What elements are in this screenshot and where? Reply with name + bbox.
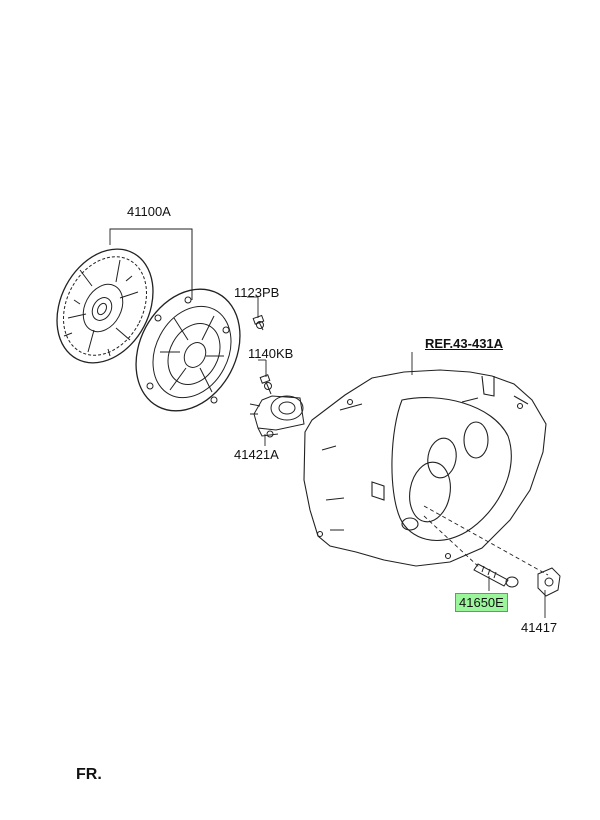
label-41100A: 41100A	[127, 204, 171, 219]
label-1140KB: 1140KB	[248, 346, 294, 361]
bolt-1140KB	[259, 374, 272, 395]
label-1123PB: 1123PB	[234, 285, 280, 300]
label-41421A: 41421A	[234, 447, 279, 462]
label-41650E-highlighted[interactable]: 41650E	[455, 593, 508, 612]
release-cylinder	[249, 395, 305, 438]
cover-plate	[537, 567, 561, 597]
leader-lines	[109, 228, 549, 618]
orientation-label: FR.	[76, 766, 102, 783]
shift-rod	[473, 563, 519, 588]
label-reference[interactable]: REF.43-431A	[425, 336, 504, 351]
transmission-housing	[303, 369, 547, 567]
clutch-cover	[135, 288, 241, 412]
label-41417: 41417	[521, 620, 558, 635]
clutch-disc	[56, 248, 154, 364]
bolt-1123PB	[252, 314, 265, 331]
